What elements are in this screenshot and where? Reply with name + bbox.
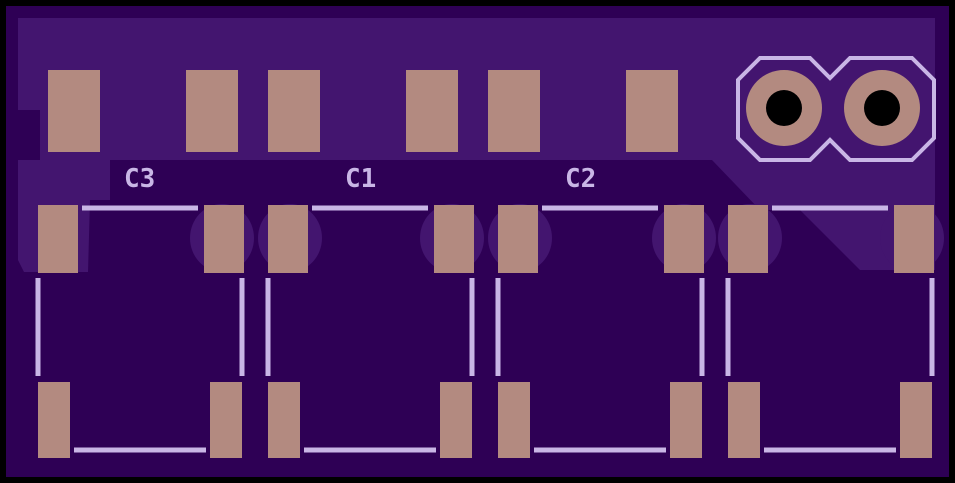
smd-pad: [204, 205, 244, 273]
smd-pad: [406, 70, 458, 152]
label-c2: C2: [565, 164, 596, 194]
smd-pad: [670, 382, 702, 458]
smd-pad: [488, 70, 540, 152]
smd-pad: [440, 382, 472, 458]
led-footprint-3: [488, 204, 716, 458]
smd-pad: [268, 70, 320, 152]
smd-pad: [498, 382, 530, 458]
smd-pad: [894, 205, 934, 273]
smd-pad: [38, 382, 70, 458]
connector-outline: [736, 56, 936, 162]
copper-pour-top: [18, 18, 935, 272]
smd-pad: [268, 382, 300, 458]
smd-pad: [38, 205, 78, 273]
copper-pour-notch: [18, 110, 40, 160]
smd-pad: [434, 205, 474, 273]
smd-pad: [728, 382, 760, 458]
smd-pad: [268, 205, 308, 273]
label-c1: C1: [345, 164, 376, 194]
top-pad-row: [48, 70, 678, 152]
smd-pad: [626, 70, 678, 152]
smd-pad: [728, 205, 768, 273]
label-c3: C3: [124, 164, 155, 194]
smd-pad: [186, 70, 238, 152]
led-footprint-1: [35, 204, 254, 458]
drill-hole-1: [766, 90, 802, 126]
smd-pad: [900, 382, 932, 458]
smd-pad: [210, 382, 242, 458]
drill-hole-2: [864, 90, 900, 126]
led-footprint-4: [718, 204, 944, 458]
connector-header: [736, 56, 936, 162]
smd-pad: [664, 205, 704, 273]
led-footprint-2: [258, 204, 484, 458]
smd-pad: [48, 70, 100, 152]
smd-pad: [498, 205, 538, 273]
